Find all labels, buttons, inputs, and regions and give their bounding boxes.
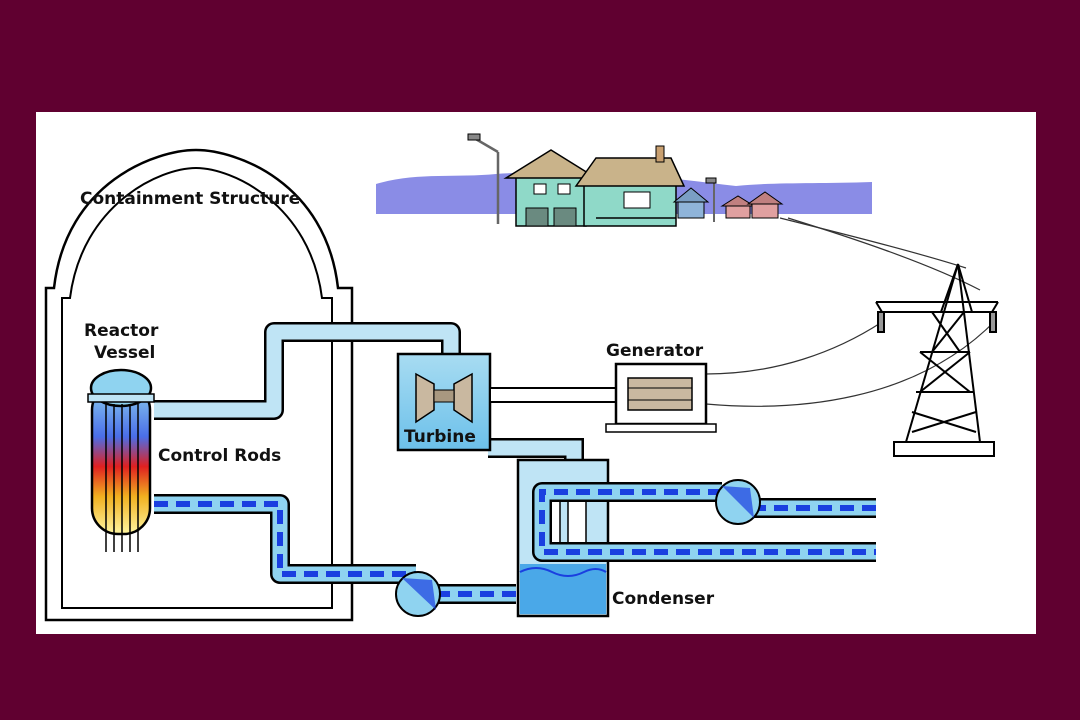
label-turbine: Turbine bbox=[404, 427, 476, 447]
turbine bbox=[396, 352, 492, 452]
label-control-rods: Control Rods bbox=[158, 446, 281, 466]
transmission-tower bbox=[875, 263, 999, 457]
street-lights bbox=[467, 133, 717, 224]
town-scene bbox=[376, 133, 872, 227]
label-reactor: Reactor bbox=[84, 321, 159, 341]
steam-line bbox=[154, 322, 584, 462]
cooling-water-loop bbox=[532, 479, 876, 562]
generator bbox=[605, 362, 717, 433]
turbine-shaft bbox=[489, 387, 617, 403]
main-house bbox=[503, 145, 686, 227]
diagram-canvas: Containment Structure Reactor Vessel Con… bbox=[36, 112, 1036, 634]
reactor-vessel bbox=[87, 368, 155, 552]
label-generator: Generator bbox=[606, 341, 704, 361]
label-containment-structure: Containment Structure bbox=[80, 189, 300, 209]
label-vessel: Vessel bbox=[94, 343, 155, 363]
small-houses bbox=[672, 187, 784, 219]
label-condenser: Condenser bbox=[612, 589, 715, 609]
transmission-lines bbox=[705, 217, 997, 407]
pwr-diagram: Containment Structure Reactor Vessel Con… bbox=[44, 133, 999, 622]
control-rods bbox=[105, 404, 139, 552]
primary-water-loop bbox=[154, 494, 516, 604]
feedwater-pump bbox=[395, 571, 441, 617]
